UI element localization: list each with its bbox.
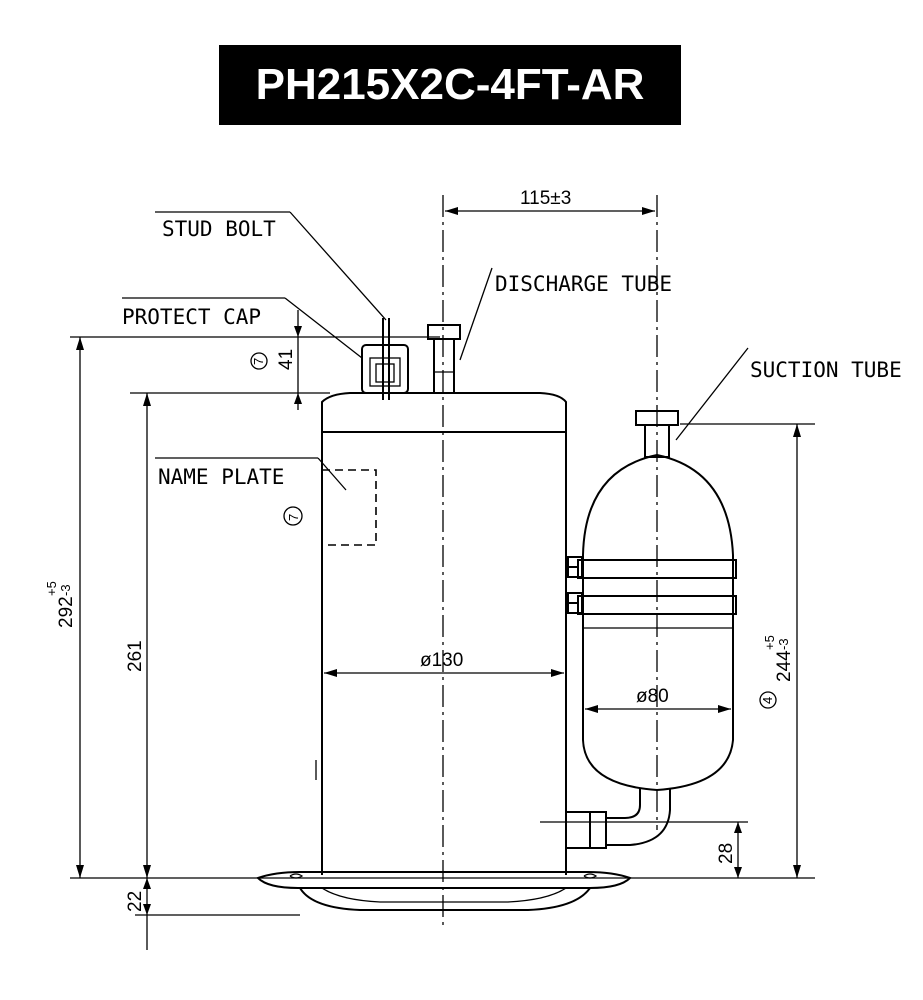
cap-height-value: 41 xyxy=(276,349,297,370)
marker-circle-nameplate xyxy=(283,506,303,526)
discharge-tube xyxy=(427,324,461,394)
shell-diameter-dimension: ø130 xyxy=(324,650,564,677)
svg-text:+5: +5 xyxy=(44,581,59,596)
suction-height-dimension: 28 xyxy=(716,822,742,878)
accumulator-diameter-dimension: ø80 xyxy=(585,686,731,713)
svg-text:+5: +5 xyxy=(762,635,777,650)
accumulator-diameter-value: ø80 xyxy=(636,686,669,707)
svg-text:-3: -3 xyxy=(58,584,73,596)
accumulator-height-value: 244 xyxy=(774,650,795,682)
suction-tube-label: SUCTION TUBE xyxy=(750,358,902,382)
overall-height-value: 292 xyxy=(56,596,77,628)
shell-diameter-value: ø130 xyxy=(420,650,463,671)
shell-height-dimension: 261 xyxy=(125,393,151,878)
protect-cap-callout: PROTECT CAP xyxy=(122,297,363,359)
marker-seven-cap: 7 xyxy=(251,358,266,365)
top-offset-dimension: 115±3 xyxy=(445,188,655,215)
protect-cap-label: PROTECT CAP xyxy=(122,305,261,329)
svg-text:-3: -3 xyxy=(776,638,791,650)
protect-cap xyxy=(361,344,409,394)
base-height-value: 22 xyxy=(125,891,146,912)
cap-height-dimension: 41 7 xyxy=(250,310,302,410)
discharge-tube-label: DISCHARGE TUBE xyxy=(495,272,672,296)
base-height-dimension: 22 xyxy=(125,878,151,950)
accumulator xyxy=(566,453,737,792)
discharge-tube-callout: DISCHARGE TUBE xyxy=(459,267,672,361)
name-plate-callout: NAME PLATE xyxy=(155,457,347,491)
stud-bolt xyxy=(382,318,390,400)
overall-height-dimension: 292 +5 -3 xyxy=(44,337,84,878)
shell-height-value: 261 xyxy=(125,640,146,672)
suction-tube xyxy=(635,410,679,458)
stud-bolt-label: STUD BOLT xyxy=(162,217,276,241)
stud-bolt-callout: STUD BOLT xyxy=(155,211,387,321)
suction-height-value: 28 xyxy=(716,843,737,864)
accumulator-outlet-pipe xyxy=(565,788,671,849)
suction-tube-callout: SUCTION TUBE xyxy=(675,347,902,441)
marker-four: 4 xyxy=(760,697,775,704)
name-plate-outline xyxy=(321,469,377,546)
name-plate-label: NAME PLATE xyxy=(158,465,284,489)
accumulator-height-dimension: 244 +5 -3 4 xyxy=(759,424,801,878)
top-offset-value: 115±3 xyxy=(520,188,571,209)
marker-seven-nameplate: 7 xyxy=(286,514,301,521)
compressor-shell xyxy=(315,392,567,875)
model-title: PH215X2C-4FT-AR xyxy=(219,45,681,125)
